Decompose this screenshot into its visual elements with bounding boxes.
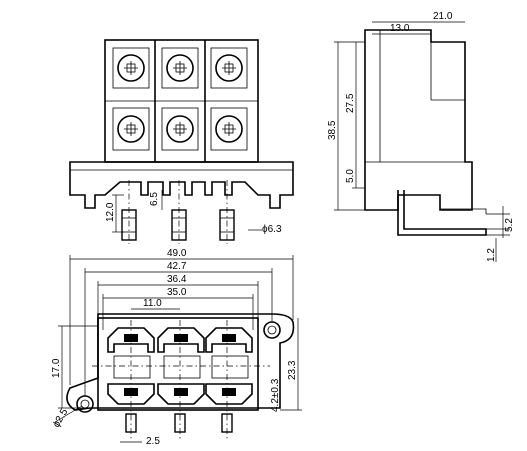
side-dimensions	[334, 21, 510, 262]
dim-pitch: 11.0	[143, 298, 162, 309]
dim-depth: 23.3	[287, 360, 298, 380]
front-dimensions	[112, 190, 262, 233]
bottom-view: 49.0 42.7 36.4 35.0 11.0 17.0 23.3 ϕ2.5 …	[51, 248, 302, 447]
bottom-dimensions	[54, 255, 302, 443]
screw-row-top	[112, 47, 248, 89]
dim-total-height: 38.5	[327, 120, 338, 140]
dim-upper-height: 27.5	[345, 93, 356, 113]
dim-hole-spacing: 42.7	[167, 261, 187, 272]
dim-upper-depth: 13.0	[390, 23, 410, 34]
dim-pin-length: 12.0	[105, 202, 116, 222]
side-view: 21.0 13.0 38.5 27.5 5.0 5.2 1.2	[327, 11, 515, 262]
dim-pin-step: 6.5	[149, 192, 160, 206]
screw-row-bottom	[112, 107, 248, 151]
dim-pin-diameter: ϕ6.3	[262, 224, 282, 235]
dim-base-height: 5.0	[345, 169, 356, 183]
dim-lead-offset: 5.2	[504, 218, 515, 232]
dim-inner-width: 35.0	[167, 287, 187, 298]
dim-hole-diameter: ϕ2.5	[51, 407, 70, 430]
bottom-pins	[92, 320, 270, 440]
front-view: 12.0 6.5 ϕ6.3	[69, 39, 294, 244]
dim-lead-thickness: 1.2	[486, 248, 497, 262]
dim-flange-width: 49.0	[167, 248, 187, 259]
dim-height: 17.0	[51, 358, 62, 378]
front-pins	[121, 180, 235, 244]
dim-tab-width: 4.2±0.3	[270, 378, 281, 412]
dim-body-width: 36.4	[167, 274, 187, 285]
dim-total-depth: 21.0	[433, 11, 453, 22]
dim-pin-width: 2.5	[146, 436, 160, 447]
